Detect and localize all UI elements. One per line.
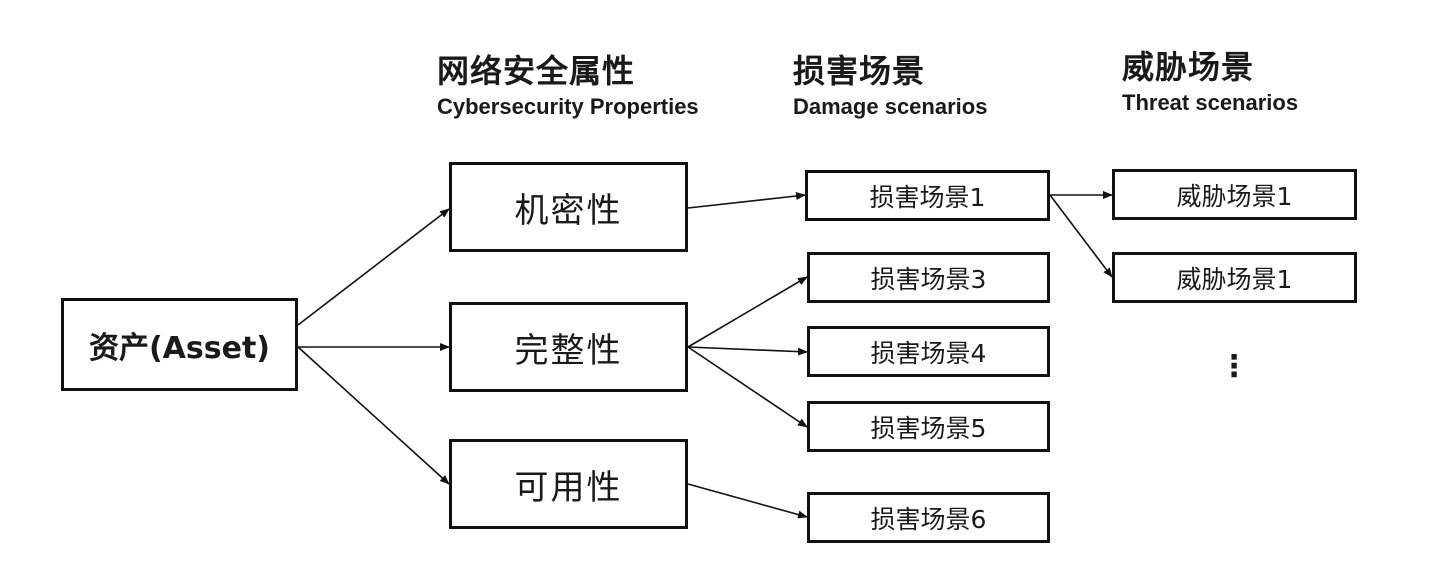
arrow-confidentiality-to-damage-1 (687, 192, 806, 209)
header-properties-en: Cybersecurity Properties (437, 94, 699, 120)
header-threat-en: Threat scenarios (1122, 90, 1299, 116)
arrow-integrity-to-damage-3 (687, 276, 808, 348)
header-damage-en: Damage scenarios (793, 94, 988, 120)
damage-scenario-box: 损害场景6 (807, 492, 1050, 543)
more-threats-ellipsis: ⋮ (1219, 349, 1249, 384)
header-threat-zh: 威胁场景 (1122, 48, 1255, 86)
damage-scenario-box: 损害场景4 (807, 326, 1050, 377)
header-cybersecurity-properties: 网络安全属性 Cybersecurity Properties (437, 52, 699, 121)
property-confidentiality-box: 机密性 (449, 162, 688, 252)
header-properties-zh: 网络安全属性 (437, 52, 636, 90)
property-integrity-box: 完整性 (449, 302, 688, 392)
damage-scenario-box: 损害场景5 (807, 401, 1050, 452)
threat-scenario-box: 威胁场景1 (1112, 169, 1357, 220)
arrow-damage-1-to-threat-2 (1049, 194, 1113, 278)
arrow-asset-to-confidentiality (297, 208, 450, 326)
damage-scenario-box: 损害场景3 (807, 252, 1050, 303)
arrow-asset-to-availability (297, 346, 450, 485)
damage-scenario-box: 损害场景1 (805, 170, 1050, 221)
header-damage-scenarios: 损害场景 Damage scenarios (793, 52, 987, 121)
arrow-availability-to-damage-6 (687, 483, 808, 519)
header-threat-scenarios: 威胁场景 Threat scenarios (1122, 48, 1298, 117)
arrow-integrity-to-damage-4 (687, 346, 808, 356)
threat-scenario-box: 威胁场景1 (1112, 252, 1357, 303)
asset-box: 资产(Asset) (61, 298, 298, 391)
header-damage-zh: 损害场景 (793, 52, 926, 90)
property-availability-box: 可用性 (449, 439, 688, 529)
arrow-integrity-to-damage-5 (687, 346, 808, 428)
